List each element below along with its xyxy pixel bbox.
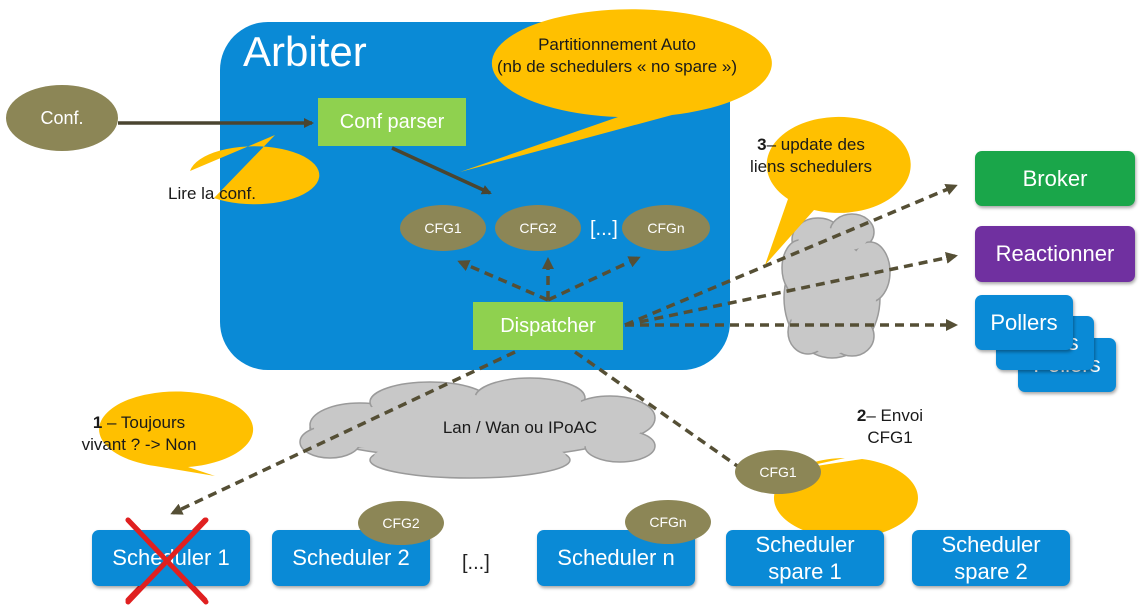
callout-toujours-bubble xyxy=(99,391,254,476)
cfgn-node[interactable]: CFGn xyxy=(622,205,710,251)
scheduler-spare-1-box[interactable]: Scheduler spare 1 xyxy=(726,530,884,586)
scheduler-spare-2-line2: spare 2 xyxy=(954,559,1028,584)
cfgn-badge: CFGn xyxy=(625,500,711,544)
scheduler1-cross-overlay xyxy=(125,517,209,605)
dispatch-reactionner-arrow xyxy=(624,251,958,327)
cfg1-transfer-badge: CFG1 xyxy=(735,450,821,494)
callout-envoi-line2: CFG1 xyxy=(867,428,913,447)
callout-toujours-line1: – Toujours xyxy=(102,412,186,432)
scheduler-ellipsis: [...] xyxy=(462,552,490,574)
conf-node[interactable]: Conf. xyxy=(6,85,118,151)
broker-box[interactable]: Broker xyxy=(975,151,1135,206)
scheduler-spare-1-line2: spare 1 xyxy=(768,559,842,584)
callout-envoi-line1: – Envoi xyxy=(866,405,924,425)
callout-update-num: 3 xyxy=(757,134,767,154)
reactionner-box[interactable]: Reactionner xyxy=(975,226,1135,282)
cfg-ellipsis: [...] xyxy=(590,218,618,240)
callout-toujours-num: 1 xyxy=(92,412,103,432)
conf-parser-box[interactable]: Conf parser xyxy=(318,98,466,146)
callout-lire: Lire la conf. xyxy=(168,183,256,203)
callout-partition-line2: (nb de schedulers « no spare ») xyxy=(496,57,738,76)
dispatcher-box[interactable]: Dispatcher xyxy=(473,302,623,350)
callout-update-line2: liens schedulers xyxy=(750,157,872,176)
callout-lire-bubble xyxy=(190,135,320,205)
scheduler-spare-1-line1: Scheduler xyxy=(755,531,855,557)
callout-toujours: 1 – Toujours vivant ? -> Non xyxy=(64,406,214,462)
callout-update: 3– update des liens schedulers xyxy=(730,128,892,184)
dispatch-spare1-arrow xyxy=(573,350,813,519)
cfg2-node[interactable]: CFG2 xyxy=(495,205,581,251)
cfg2-badge: CFG2 xyxy=(358,501,444,545)
dispatch-cfg1-arrow xyxy=(457,260,549,302)
dispatch-cfgn-arrow xyxy=(547,256,641,302)
callout-envoi: 2– Envoi CFG1 xyxy=(818,398,962,456)
callout-update-bubble xyxy=(765,116,911,265)
network-cloud xyxy=(299,377,656,479)
arbiter-title: Arbiter xyxy=(243,28,367,75)
callout-toujours-line2: vivant ? -> Non xyxy=(81,435,197,454)
callout-update-line1: – update des xyxy=(766,134,865,154)
parser-to-cfg-arrow xyxy=(391,146,492,195)
callout-partition-line1: Partitionnement Auto xyxy=(538,34,696,54)
scheduler-spare-2-box[interactable]: Scheduler spare 2 xyxy=(912,530,1070,586)
scheduler-spare-2-line1: Scheduler xyxy=(941,531,1041,557)
dispatch-scheduler1-arrow xyxy=(170,350,516,515)
pollers-box[interactable]: Pollers xyxy=(975,295,1073,350)
network-label: Lan / Wan ou IPoAC xyxy=(442,418,598,437)
callout-partition-bubble xyxy=(460,9,772,173)
callout-envoi-num: 2 xyxy=(856,405,867,425)
callout-partition: Partitionnement Auto (nb de schedulers «… xyxy=(476,27,758,85)
cfg1-node[interactable]: CFG1 xyxy=(400,205,486,251)
